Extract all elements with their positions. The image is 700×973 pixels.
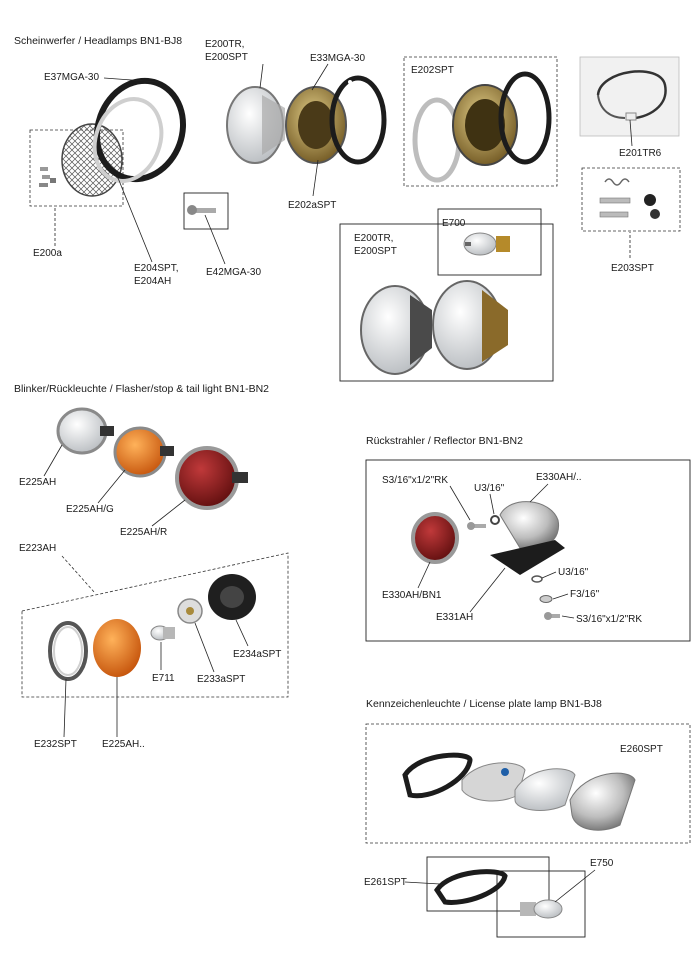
- bulb-holder-e233aspt: [177, 598, 203, 624]
- e223ah-dashed-leader: [61, 555, 96, 594]
- section-title-headlamps: Scheinwerfer / Headlamps BN1-BJ8: [14, 35, 182, 47]
- label-e42mga30: E42MGA-30: [206, 267, 261, 278]
- e201tr6-photo-box: [579, 56, 680, 137]
- label-e330ahbn1: E330AH/BN1: [382, 590, 442, 601]
- e223ah-exploded-box: [21, 552, 289, 698]
- section-title-flasher: Blinker/Rückleuchte / Flasher/stop & tai…: [14, 383, 269, 395]
- label-e711: E711: [152, 673, 175, 684]
- lamp-e225ah-clear: [56, 407, 114, 455]
- label-e331ah: E331AH: [436, 612, 473, 623]
- section-title-license: Kennzeichenleuchte / License plate lamp …: [366, 698, 602, 710]
- license-lamp-cover: [569, 772, 636, 831]
- flasher-leader-lines: [43, 444, 186, 527]
- label-s316-top: S3/16"x1/2"RK: [382, 475, 448, 486]
- label-e204spt: E204SPT,: [134, 263, 178, 274]
- adjusting-screw: [187, 205, 216, 215]
- label-e750: E750: [590, 858, 614, 869]
- washer-u316-top: [490, 515, 500, 525]
- label-u316-top: U3/16": [474, 483, 505, 494]
- gasket-e261spt: [434, 869, 508, 905]
- headlamp-mounting-ring: [329, 75, 387, 165]
- sealed-beam-e700-box: [339, 223, 554, 382]
- washer-u316-mid: [531, 575, 543, 583]
- section-title-reflector: Rückstrahler / Reflector BN1-BN2: [366, 435, 523, 447]
- e261spt-box: [426, 856, 550, 912]
- reflector-box: [365, 459, 691, 642]
- lamp-ring-e232spt: [48, 621, 88, 681]
- screw-s316-bottom: [544, 612, 560, 620]
- e203spt-box: [581, 167, 681, 232]
- gasket-e331ah: [490, 540, 565, 575]
- lamp-body-e234aspt: [208, 574, 256, 620]
- label-e200tr-box: E200TR,: [354, 233, 393, 244]
- label-e233aspt: E233aSPT: [197, 674, 245, 685]
- label-e200spt-box: E200SPT: [354, 246, 397, 257]
- reflector-leader-lines: [417, 483, 575, 619]
- label-e225ah: E225AH: [19, 477, 56, 488]
- label-s316-bottom: S3/16"x1/2"RK: [576, 614, 642, 625]
- label-e225ahdots: E225AH..: [102, 739, 145, 750]
- e700-bulb-box: [437, 208, 542, 276]
- headlamp-assembly-exploded: [412, 71, 552, 183]
- bulb-e750: [520, 899, 563, 919]
- label-e37mga30: E37MGA-30: [44, 72, 99, 83]
- license-lamp-base: [461, 762, 526, 802]
- label-e200tr-top: E200TR,: [205, 39, 244, 50]
- headlamp-sealed-beam: [226, 86, 285, 164]
- sealed-beam-unit-right: [432, 280, 508, 370]
- license-leader-lines: [404, 869, 596, 903]
- headlamp-leader-lines: [54, 63, 633, 265]
- label-e33mga30: E33MGA-30: [310, 53, 365, 64]
- label-e202spt: E202SPT: [411, 65, 454, 76]
- washer-f316: [539, 595, 553, 603]
- bulb-e711: [150, 625, 175, 641]
- label-f316: F3/16": [570, 589, 600, 600]
- license-lamp-box: [365, 723, 691, 844]
- label-e260spt: E260SPT: [620, 744, 663, 755]
- label-e225ahr: E225AH/R: [120, 527, 167, 538]
- e750-box: [496, 870, 586, 938]
- label-u316-mid: U3/16": [558, 567, 589, 578]
- headlamp-grille: [61, 123, 123, 197]
- h4-bulb: [463, 232, 510, 256]
- wiring-harness: [596, 70, 667, 121]
- label-e234aspt: E234aSPT: [233, 649, 281, 660]
- exploded-leader-lines: [63, 619, 249, 738]
- license-lamp-gasket: [402, 752, 473, 799]
- label-e203spt: E203SPT: [611, 263, 654, 274]
- label-e330ahdots: E330AH/..: [536, 472, 582, 483]
- label-e261spt: E261SPT: [364, 877, 407, 888]
- label-e200a: E200a: [33, 248, 62, 259]
- label-e204ah: E204AH: [134, 276, 171, 287]
- headlamp-chrome-rim: [92, 77, 187, 183]
- lamp-e225ah-red: [175, 446, 248, 510]
- reflector-e330ah-bn1: [411, 512, 459, 564]
- screw-s316-top: [467, 522, 486, 530]
- e42mga30-box: [183, 192, 229, 230]
- license-lamp-lens: [514, 768, 576, 811]
- lens-e225ah-amber: [93, 619, 141, 677]
- label-e200spt-top: E200SPT: [205, 52, 248, 63]
- label-e223ah: E223AH: [19, 543, 56, 554]
- lamp-e225ah-amber: [113, 426, 174, 478]
- label-e232spt: E232SPT: [34, 739, 77, 750]
- grille-screws: [39, 167, 56, 187]
- label-e225ahg: E225AH/G: [66, 504, 114, 515]
- adjuster-kit-parts: [599, 178, 660, 219]
- e202spt-box: [403, 56, 558, 187]
- label-e700: E700: [442, 218, 466, 229]
- label-e202aspt: E202aSPT: [288, 200, 336, 211]
- label-e201tr6: E201TR6: [619, 148, 662, 159]
- sealed-beam-unit-left: [360, 285, 432, 375]
